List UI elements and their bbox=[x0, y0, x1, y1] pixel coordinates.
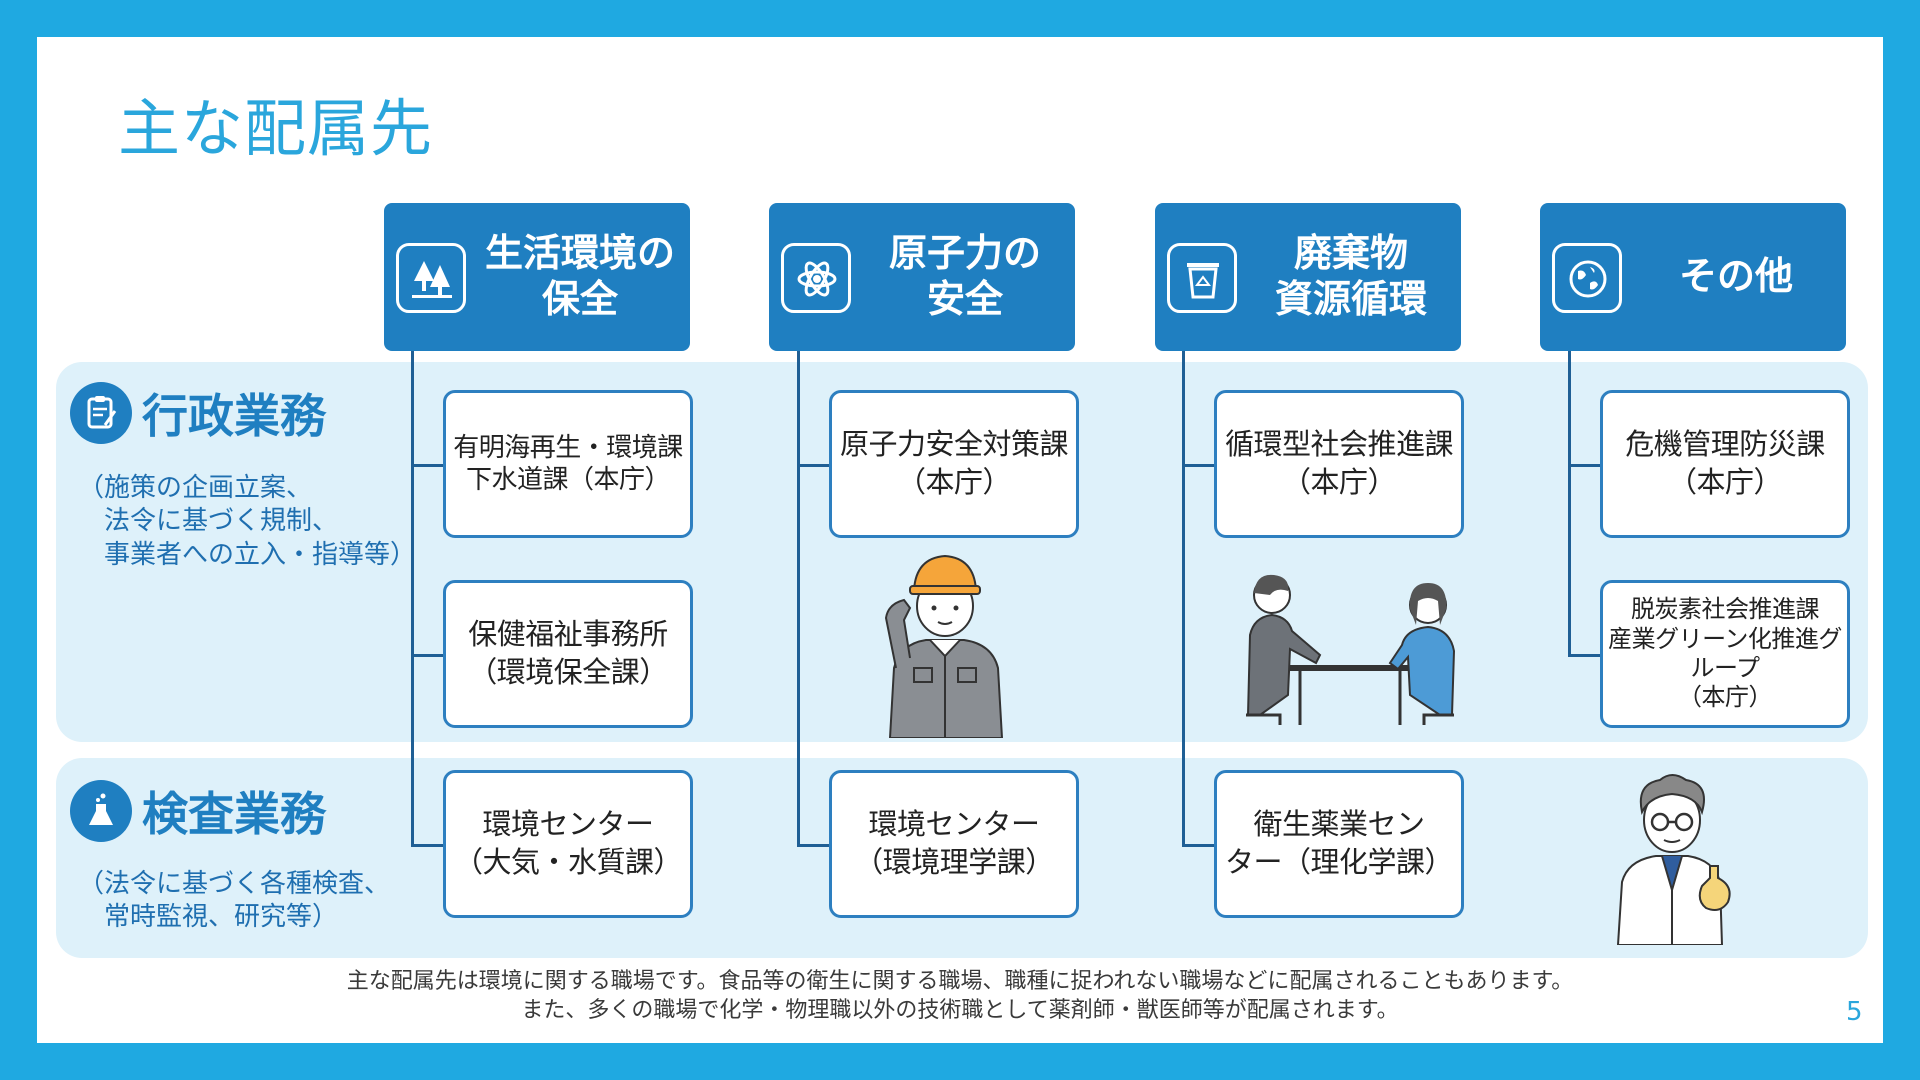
flask-icon bbox=[70, 780, 132, 842]
connector-line bbox=[797, 351, 800, 846]
header-living-environment: 生活環境の 保全 bbox=[384, 203, 690, 351]
header-label: 廃棄物 資源循環 bbox=[1274, 231, 1427, 321]
page-number: 5 bbox=[1846, 997, 1863, 1027]
clipboard-icon bbox=[70, 382, 132, 444]
category-admin: 行政業務 bbox=[70, 380, 326, 446]
dept-box-nuclear-safety: 原子力安全対策課 （本庁） bbox=[829, 390, 1079, 538]
dept-box-decarbonization: 脱炭素社会推進課 産業グリーン化推進グループ （本庁） bbox=[1600, 580, 1850, 728]
header-label: 生活環境の 保全 bbox=[484, 231, 675, 321]
connector-line bbox=[1568, 654, 1600, 657]
connector-line bbox=[1182, 844, 1214, 847]
category-admin-name: 行政業務 bbox=[142, 389, 326, 443]
header-nuclear-safety: 原子力の 安全 bbox=[769, 203, 1075, 351]
header-label: その他 bbox=[1678, 254, 1793, 299]
scientist-illustration bbox=[1616, 774, 1731, 945]
dept-box-env-center-air-water: 環境センター （大気・水質課） bbox=[443, 770, 693, 918]
connector-line bbox=[1182, 464, 1214, 467]
dept-box-recycling-society: 循環型社会推進課 （本庁） bbox=[1214, 390, 1464, 538]
connector-line bbox=[411, 654, 443, 657]
atom-icon bbox=[781, 243, 851, 313]
footer-note: 主な配属先は環境に関する職場です。食品等の衛生に関する職場、職種に捉われない職場… bbox=[346, 969, 1574, 1023]
category-inspect: 検査業務 bbox=[70, 778, 326, 844]
page-title: 主な配属先 bbox=[118, 92, 434, 165]
worker-illustration bbox=[884, 554, 1004, 738]
connector-line bbox=[1182, 351, 1185, 846]
connector-line bbox=[797, 844, 829, 847]
dept-box-health-welfare: 保健福祉事務所 （環境保全課） bbox=[443, 580, 693, 728]
connector-line bbox=[411, 464, 443, 467]
connector-line bbox=[411, 351, 414, 846]
category-inspect-desc: （法令に基づく各種検査、 常時監視、研究等） bbox=[78, 869, 391, 933]
header-waste-recycling: 廃棄物 資源循環 bbox=[1155, 203, 1461, 351]
dept-box-crisis-disaster: 危機管理防災課 （本庁） bbox=[1600, 390, 1850, 538]
meeting-illustration bbox=[1246, 574, 1456, 725]
forest-icon bbox=[396, 243, 466, 313]
dept-box-ariake-sewer: 有明海再生・環境課 下水道課（本庁） bbox=[443, 390, 693, 538]
header-label: 原子力の 安全 bbox=[888, 231, 1041, 321]
connector-line bbox=[411, 844, 443, 847]
dept-box-env-center-science: 環境センター （環境理学課） bbox=[829, 770, 1079, 918]
globe-icon bbox=[1552, 243, 1622, 313]
header-other: その他 bbox=[1540, 203, 1846, 351]
category-admin-desc: （施策の企画立案、 法令に基づく規制、 事業者への立入・指導等） bbox=[78, 473, 417, 570]
connector-line bbox=[1568, 351, 1571, 657]
dept-box-health-pharma-center: 衛生薬業セン ター（理化学課） bbox=[1214, 770, 1464, 918]
category-inspect-name: 検査業務 bbox=[142, 787, 326, 841]
connector-line bbox=[1568, 464, 1600, 467]
recycle-bin-icon bbox=[1167, 243, 1237, 313]
connector-line bbox=[797, 464, 829, 467]
